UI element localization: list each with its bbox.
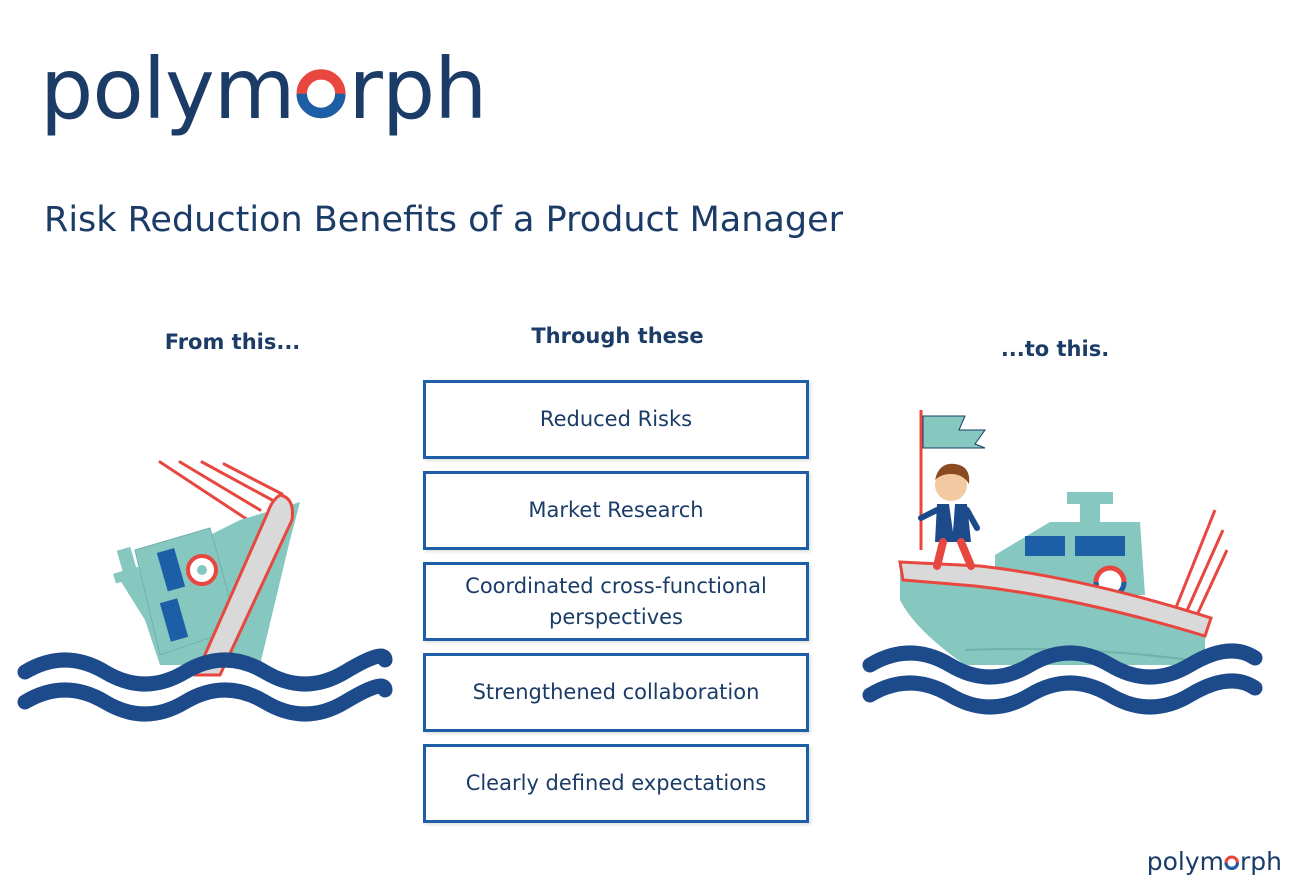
benefit-box-expectations: Clearly defined expectations xyxy=(423,744,809,823)
column-heading-to: ...to this. xyxy=(1000,337,1110,361)
benefit-box-cross-functional: Coordinated cross-functional perspective… xyxy=(423,562,809,641)
footer-logo-text-suffix: rph xyxy=(1240,847,1282,876)
benefit-box-reduced-risks: Reduced Risks xyxy=(423,380,809,459)
logo-ring-icon xyxy=(295,68,347,120)
logo-text-prefix: polym xyxy=(40,40,296,138)
footer-logo-ring-icon xyxy=(1224,854,1240,871)
benefit-box-collaboration: Strengthened collaboration xyxy=(423,653,809,732)
footer-logo-text-prefix: polym xyxy=(1146,847,1224,876)
footer-logo: polym rph xyxy=(1147,847,1282,876)
sailing-boat-icon xyxy=(855,400,1275,730)
sinking-ship-icon xyxy=(10,450,400,730)
benefit-box-market-research: Market Research xyxy=(423,471,809,550)
page-title: Risk Reduction Benefits of a Product Man… xyxy=(44,200,844,240)
column-heading-from: From this... xyxy=(164,330,301,354)
column-heading-through: Through these xyxy=(531,324,704,348)
brand-logo: polym rph xyxy=(40,40,487,138)
benefit-list: Reduced Risks Market Research Coordinate… xyxy=(423,380,809,835)
logo-text-suffix: rph xyxy=(348,40,487,138)
